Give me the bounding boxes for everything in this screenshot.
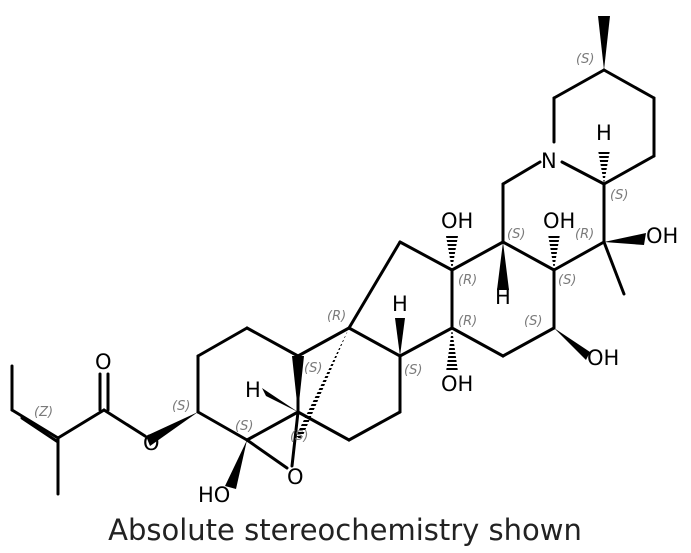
nitrogen: N: [541, 149, 557, 173]
hydroxyl-c14: OH: [441, 372, 473, 396]
stereo-c14: (R): [458, 314, 477, 329]
stereo-c25: (S): [576, 52, 594, 67]
hydroxyl-c20: OH: [646, 224, 678, 248]
hydrogen-c22: H: [596, 121, 612, 145]
stereo-c20: (R): [575, 227, 594, 242]
stereo-c15: (S): [524, 314, 542, 329]
stereo-c8: (S): [404, 363, 422, 378]
hydroxyl-c15: OH: [587, 346, 619, 370]
stereo-c10: (S): [304, 361, 322, 376]
stereo-c13: (R): [458, 273, 477, 288]
stereo-c16: (S): [558, 273, 576, 288]
wedge-bonds: [146, 16, 646, 489]
hydrogen-c8: H: [392, 292, 408, 316]
hydroxyl-c16: OH: [543, 209, 575, 233]
hashed-bonds: [296, 150, 610, 440]
caption: Absolute stereochemistry shown: [108, 513, 582, 547]
stereo-z: (Z): [34, 405, 53, 420]
epoxide-oxygen: O: [287, 465, 304, 489]
hydrogen-c5: H: [245, 378, 261, 402]
hydroxyl-c13: OH: [441, 209, 473, 233]
stereo-c3: (S): [172, 399, 190, 414]
stereo-c5: (S): [290, 429, 308, 444]
stereo-c22: (S): [610, 188, 628, 203]
stereo-c17: (S): [507, 227, 525, 242]
stereo-c4: (S): [235, 419, 253, 434]
hydrogen-c17: H: [495, 285, 511, 309]
stereo-c9: (R): [327, 309, 346, 324]
ester-oxygen: O: [143, 431, 160, 455]
hydroxyl-c4: HO: [198, 483, 230, 507]
carbonyl-oxygen: O: [95, 350, 112, 374]
